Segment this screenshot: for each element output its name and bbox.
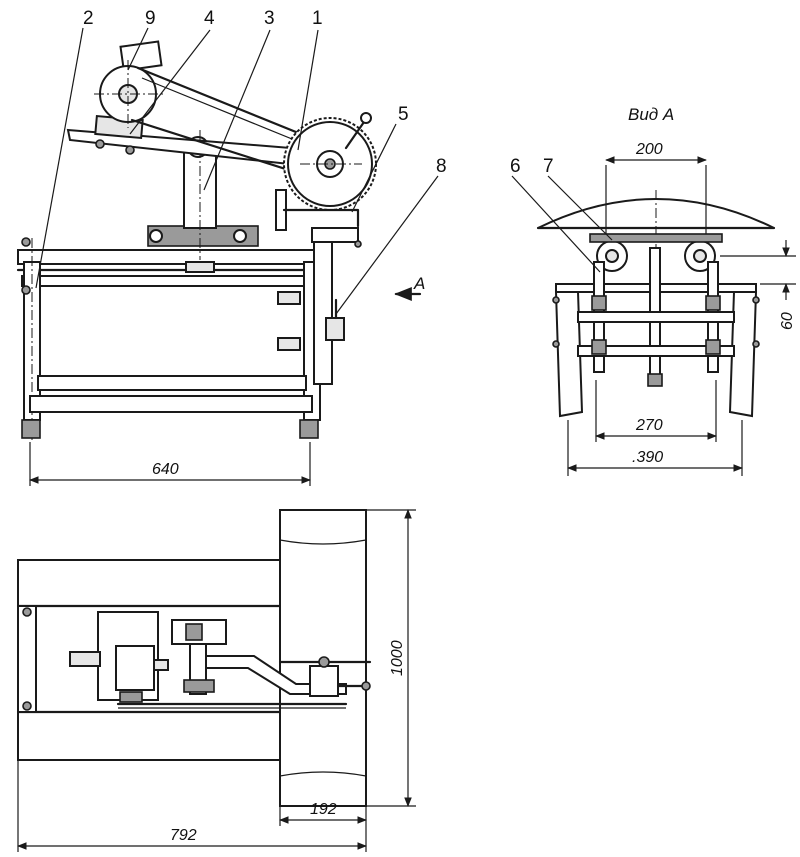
dim-390: .390 [632,449,663,466]
table-top-rail [17,249,331,265]
drive-belt [136,66,330,147]
front-left-leg [554,291,584,418]
callout-6: 6 [510,156,521,177]
adjusting-screw [325,317,345,341]
callout-3: 3 [264,8,275,29]
floor-stretcher [29,395,313,413]
dim-792: 792 [170,827,197,844]
right-foot [299,419,319,439]
callout-2: 2 [83,8,94,29]
dim-1000: 1000 [389,640,406,676]
view-a-title: Вид А [628,105,674,124]
top-view [16,509,416,852]
center-nut [647,373,663,387]
dim-200: 200 [635,141,663,158]
saw-handle [344,120,366,150]
dim-192: 192 [310,801,337,818]
callout-1: 1 [312,8,323,29]
top-saw-housing [309,665,339,697]
side-view [16,27,439,486]
view-arrow-label: A [413,274,425,293]
view-a [511,156,796,476]
dim-270: 270 [635,417,663,434]
callout-5: 5 [398,104,409,125]
callout-8: 8 [436,156,447,177]
dim-640: 640 [152,461,179,478]
callout-4: 4 [204,8,215,29]
bottom-stretcher [37,375,307,391]
dim-60: 60 [779,312,796,330]
fence [311,227,359,243]
callout-7: 7 [543,156,554,177]
left-foot [21,419,41,439]
vertical-guide-post [313,231,333,385]
table-lower-rail [21,275,323,287]
callout-9: 9 [145,8,156,29]
front-right-leg [728,291,758,418]
